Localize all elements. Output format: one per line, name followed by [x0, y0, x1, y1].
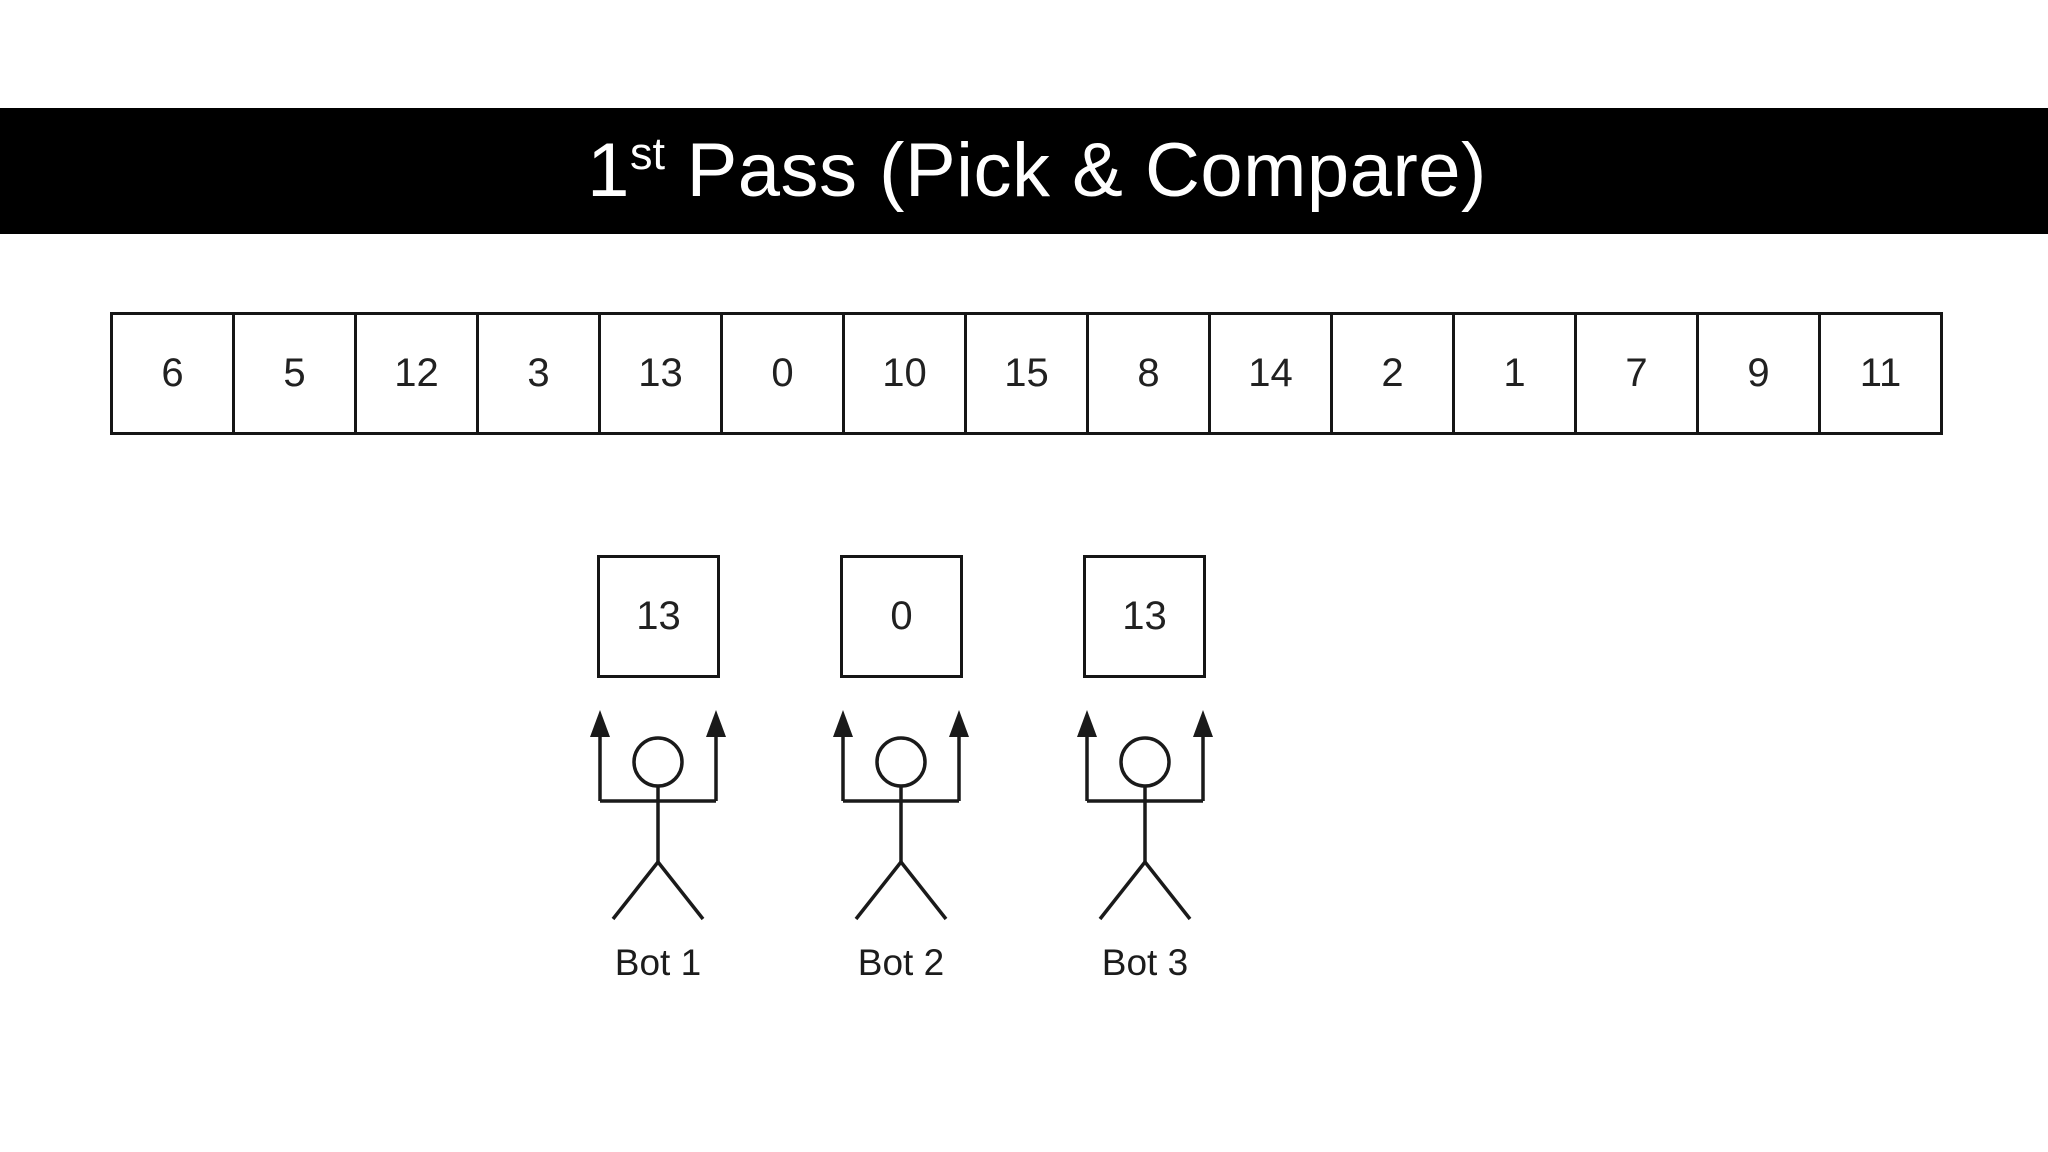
title-number: 1	[587, 128, 630, 213]
up-arrow-icon	[833, 710, 853, 801]
page-title: 1st Pass (Pick & Compare)	[587, 131, 1487, 209]
bot-head	[632, 736, 684, 788]
array-cell-6: 10	[842, 312, 967, 435]
title-ordinal-suffix: st	[629, 128, 665, 179]
bot-1-held-value-box: 13	[597, 555, 720, 678]
bot-leg	[854, 860, 903, 921]
bot-leg	[1143, 860, 1192, 921]
bot-leg	[1098, 860, 1147, 921]
bot-2-label: Bot 2	[857, 942, 945, 983]
array-row: 6 5 12 3 13 0 10 15 8 14 2 1 7 9 11	[110, 312, 1943, 435]
bot-leg	[611, 860, 660, 921]
array-cell-4: 13	[598, 312, 723, 435]
array-cell-13: 9	[1696, 312, 1821, 435]
array-cell-0: 6	[110, 312, 235, 435]
up-arrow-icon	[1193, 710, 1213, 801]
array-cell-10: 2	[1330, 312, 1455, 435]
bot-2-held-value-box: 0	[840, 555, 963, 678]
bot-1-label: Bot 1	[614, 942, 702, 983]
bot-leg	[656, 860, 705, 921]
bot-head	[1119, 736, 1171, 788]
array-cell-8: 8	[1086, 312, 1211, 435]
bot-1-stick-figure	[590, 710, 726, 921]
bot-head	[875, 736, 927, 788]
bot-leg	[899, 860, 948, 921]
up-arrow-icon	[706, 710, 726, 801]
up-arrow-icon	[949, 710, 969, 801]
array-cell-1: 5	[232, 312, 357, 435]
bot-3-label: Bot 3	[1101, 942, 1189, 983]
title-text: Pass (Pick & Compare)	[664, 128, 1487, 213]
up-arrow-icon	[590, 710, 610, 801]
title-banner: 1st Pass (Pick & Compare)	[0, 108, 2048, 234]
array-cell-9: 14	[1208, 312, 1333, 435]
array-cell-11: 1	[1452, 312, 1577, 435]
bot-2-stick-figure	[833, 710, 969, 921]
array-cell-7: 15	[964, 312, 1089, 435]
array-cell-14: 11	[1818, 312, 1943, 435]
bot-3-held-value-box: 13	[1083, 555, 1206, 678]
array-cell-3: 3	[476, 312, 601, 435]
array-cell-5: 0	[720, 312, 845, 435]
bot-3-stick-figure	[1077, 710, 1213, 921]
array-cell-2: 12	[354, 312, 479, 435]
up-arrow-icon	[1077, 710, 1097, 801]
array-cell-12: 7	[1574, 312, 1699, 435]
